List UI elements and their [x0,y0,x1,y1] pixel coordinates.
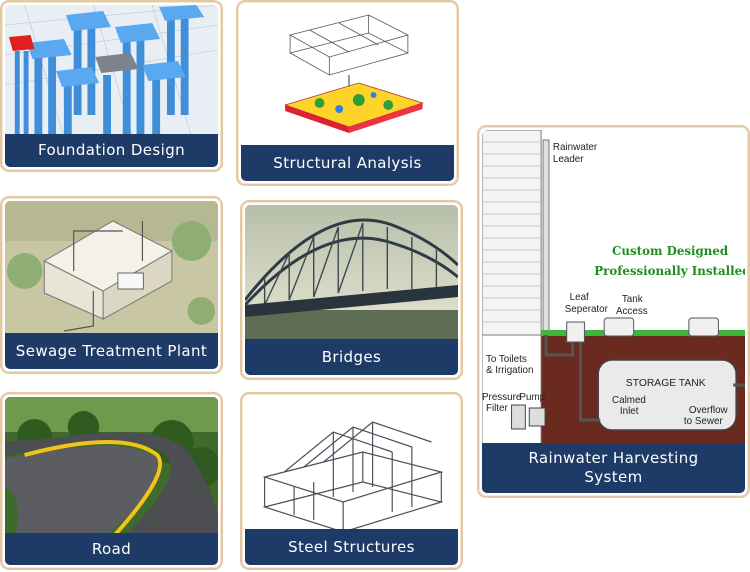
label-professionally-installed: Professionally Installed [594,264,745,278]
label-storage-tank: STORAGE TANK [626,378,706,389]
card-bridges[interactable]: Bridges [240,200,463,380]
label-rainwater-leader: Rainwater [553,142,598,153]
card-title: Steel Structures [288,537,415,556]
label-tank: Tank [622,294,643,305]
card-title: Bridges [321,347,382,366]
card-title: Structural Analysis [273,153,422,172]
label-access: Access [616,306,648,317]
caption-bridges: Bridges [245,339,458,375]
card-title-line-1: Rainwater Harvesting [528,449,699,467]
rainwater-diagram: Rainwater Leader Leaf Seperator Tank Acc… [482,130,745,444]
label-filter: Filter [486,403,509,414]
caption-sewage-treatment-plant: Sewage Treatment Plant [5,333,218,369]
card-rainwater-harvesting-system[interactable]: Rainwater Leader Leaf Seperator Tank Acc… [477,125,750,498]
label-inlet: Inlet [620,406,639,417]
card-structural-analysis[interactable]: Structural Analysis [236,0,459,186]
label-calmed: Calmed [612,395,646,406]
label-irrigation: & Irrigation [486,365,534,376]
road-image [5,397,218,537]
caption-structural-analysis: Structural Analysis [241,145,454,181]
steel-structures-image [245,397,458,533]
foundation-design-image [5,5,218,137]
card-foundation-design[interactable]: Foundation Design [0,0,223,172]
caption-rainwater-harvesting-system: Rainwater Harvesting System [482,443,745,493]
card-road[interactable]: Road [0,392,223,570]
label-leaf: Leaf [570,292,589,303]
label-rainwater-leader-2: Leader [553,154,584,165]
card-title-line-2: System [584,468,643,486]
label-to-toilets: To Toilets [486,354,527,365]
sewage-treatment-plant-image [5,201,218,337]
structural-analysis-image [241,5,454,148]
card-sewage-treatment-plant[interactable]: Sewage Treatment Plant [0,196,223,374]
label-pump: Pump [519,392,545,403]
label-to-sewer: to Sewer [684,416,723,427]
card-title: Sewage Treatment Plant [15,341,208,360]
caption-road: Road [5,533,218,565]
caption-foundation-design: Foundation Design [5,134,218,167]
caption-steel-structures: Steel Structures [245,529,458,565]
card-steel-structures[interactable]: Steel Structures [240,392,463,570]
card-title: Foundation Design [37,141,186,159]
bridges-image [245,205,458,343]
label-overflow: Overflow [689,405,729,416]
label-custom-designed: Custom Designed [612,244,729,258]
label-pressure: Pressure [482,392,522,403]
label-seperator: Seperator [565,304,609,315]
card-title: Road [91,539,132,558]
